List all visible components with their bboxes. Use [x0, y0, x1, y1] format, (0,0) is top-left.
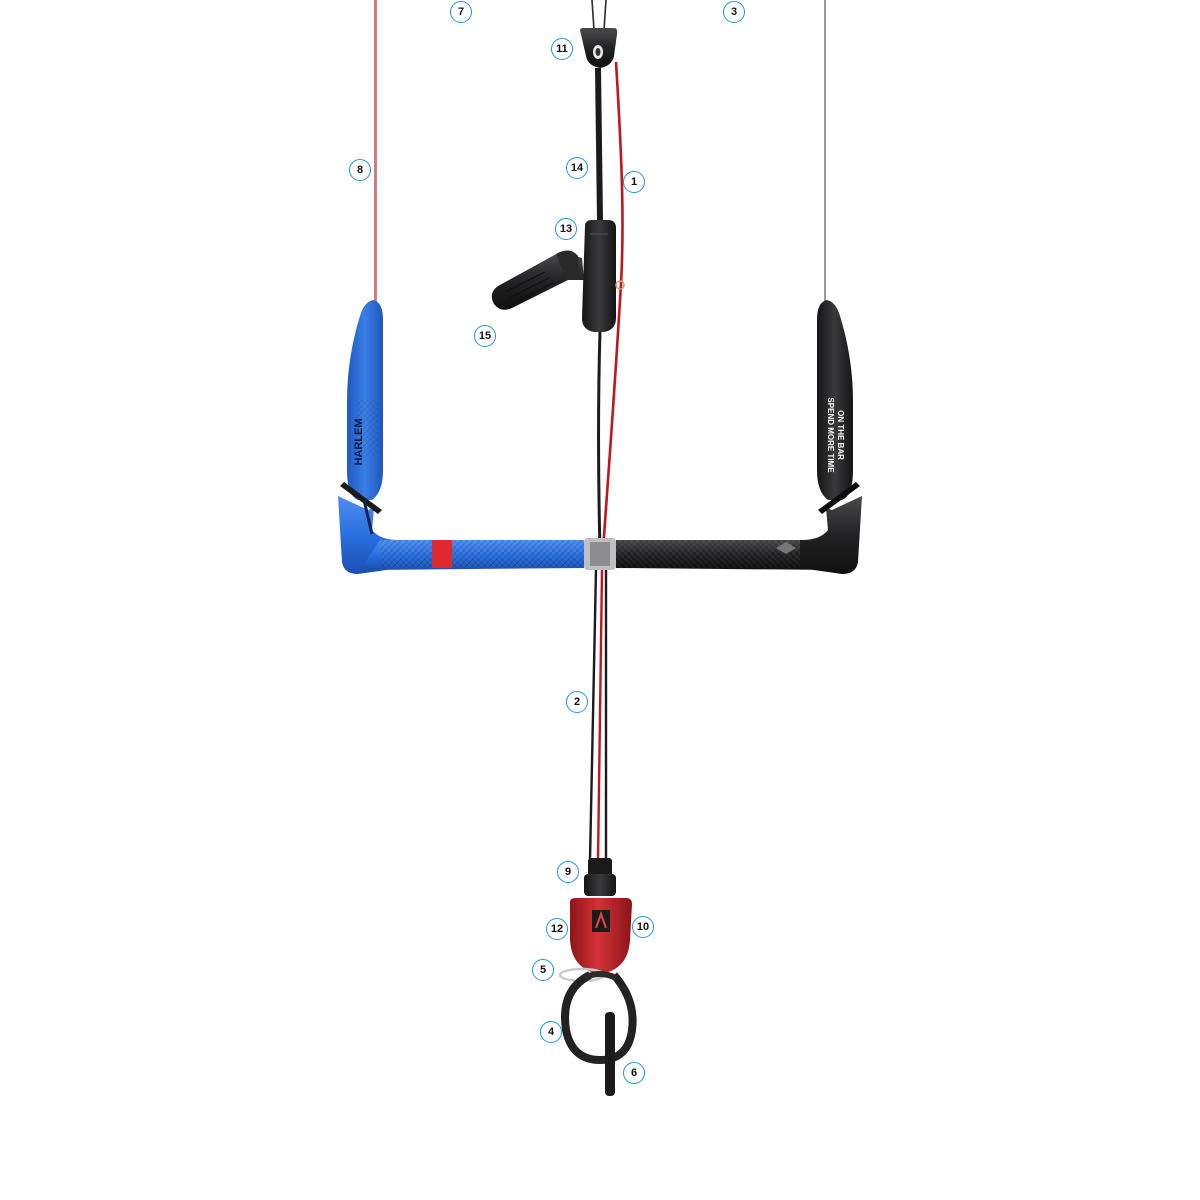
callout-2: 2 [566, 691, 588, 713]
swivel [584, 858, 616, 896]
depower-cleat [582, 220, 625, 332]
callout-9: 9 [557, 861, 579, 883]
callout-6: 6 [623, 1062, 645, 1084]
depower-line [595, 67, 603, 221]
callout-11: 11 [551, 38, 573, 60]
left-grip-red-band [432, 540, 452, 568]
harness-loop [561, 971, 637, 1065]
callout-10: 10 [632, 916, 654, 938]
control-bar [338, 482, 862, 574]
callout-15: 15 [474, 325, 496, 347]
callout-14: 14 [566, 157, 588, 179]
right-float: SPEND MORE TIME ON THE BAR [817, 300, 853, 500]
callout-8: 8 [349, 159, 371, 181]
callout-12: 12 [546, 918, 568, 940]
trim-handle [491, 250, 584, 310]
callout-7: 7 [450, 1, 472, 23]
callout-5: 5 [532, 959, 554, 981]
callout-4: 4 [540, 1021, 562, 1043]
center-line-red [601, 61, 624, 551]
left-brand-print: HARLEM [353, 418, 365, 465]
right-print-line2: ON THE BAR [836, 410, 845, 460]
callout-1: 1 [623, 171, 645, 193]
front-lines [588, 569, 608, 861]
finger-leash [605, 1012, 615, 1096]
callout-3: 3 [723, 1, 745, 23]
pulley [580, 28, 618, 68]
right-print-line1: SPEND MORE TIME [826, 397, 835, 473]
chicken-loop-body [570, 898, 632, 974]
callout-13: 13 [555, 218, 577, 240]
left-float: HARLEM [347, 300, 383, 500]
